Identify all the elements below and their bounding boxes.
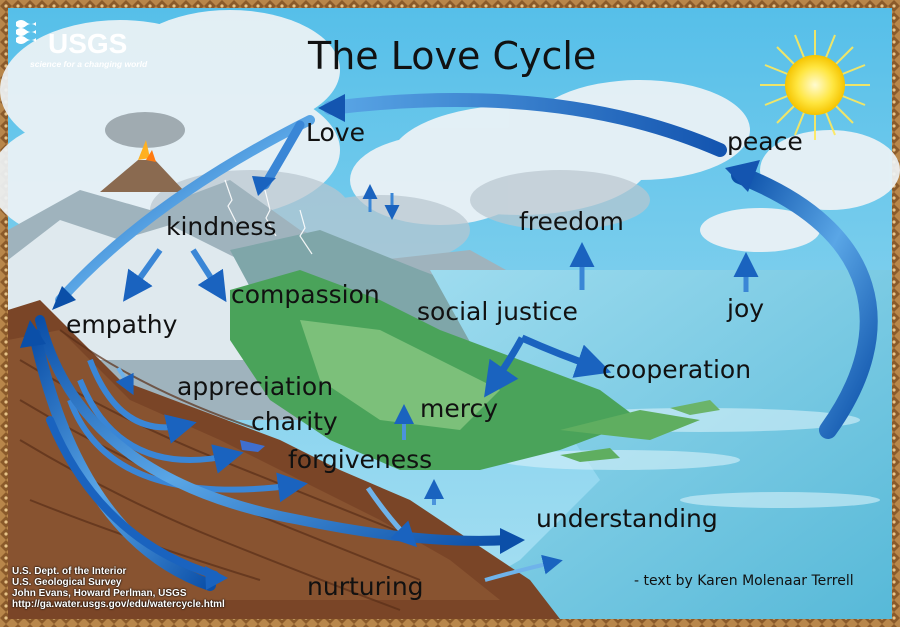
credit-line: U.S. Geological Survey — [12, 577, 122, 588]
usgs-wordmark: USGS — [48, 28, 128, 59]
usgs-logo: USGS science for a changing world — [14, 16, 147, 69]
credit-line: John Evans, Howard Perlman, USGS — [12, 588, 187, 599]
sun-icon — [760, 30, 870, 140]
usgs-tagline: science for a changing world — [30, 59, 148, 69]
arrow-love-to-empathy — [55, 115, 315, 305]
diagram-title: The Love Cycle — [308, 34, 597, 78]
label-charity: charity — [251, 407, 338, 436]
label-kindness: kindness — [166, 212, 277, 241]
label-mercy: mercy — [420, 394, 499, 423]
land — [230, 270, 720, 470]
label-forgiveness: forgiveness — [288, 445, 433, 474]
label-peace: peace — [727, 127, 803, 156]
arrow-to-understanding — [35, 315, 515, 546]
ocean — [420, 270, 892, 619]
lightning-icon — [224, 179, 313, 255]
credit-line: U.S. Dept. of the Interior — [12, 566, 127, 577]
cycle-arrows — [20, 93, 878, 591]
label-social-justice: social justice — [417, 297, 578, 326]
label-love: Love — [306, 118, 365, 147]
pond — [240, 440, 265, 452]
label-appreciation: appreciation — [177, 372, 334, 401]
volcano-icon — [100, 112, 185, 192]
arrow-to-peace — [731, 166, 878, 439]
text-attribution: - text by Karen Molenaar Terrell — [634, 573, 854, 589]
label-understanding: understanding — [536, 504, 718, 533]
arrow-peace-to-love — [323, 93, 727, 157]
label-nurturing: nurturing — [307, 572, 424, 601]
label-joy: joy — [727, 294, 765, 323]
label-compassion: compassion — [231, 280, 380, 309]
label-freedom: freedom — [519, 207, 624, 236]
label-cooperation: cooperation — [602, 355, 752, 384]
usgs-wave-icon — [16, 20, 36, 44]
credit-url: http://ga.water.usgs.gov/edu/watercycle.… — [12, 599, 225, 610]
credits-block: U.S. Dept. of the Interior U.S. Geologic… — [12, 566, 225, 610]
label-empathy: empathy — [66, 310, 178, 339]
